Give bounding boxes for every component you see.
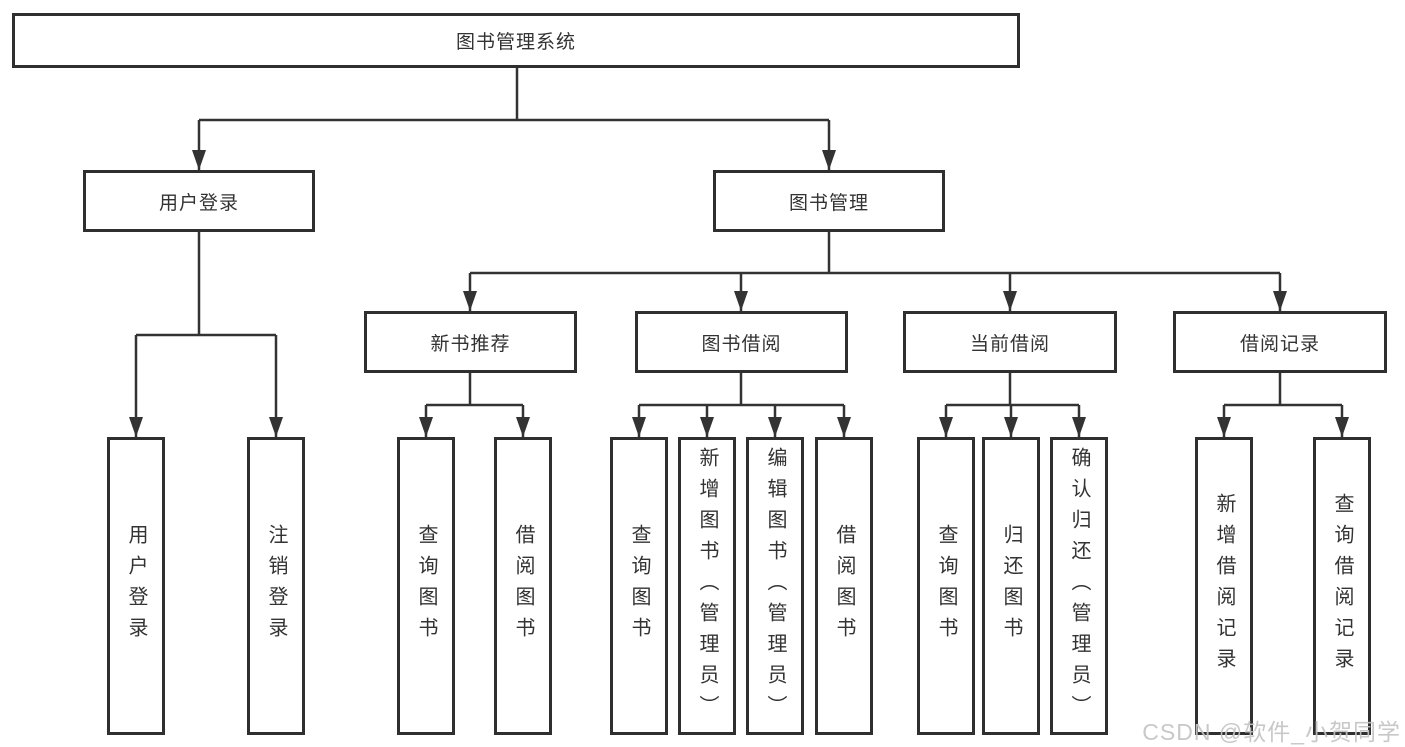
- connector-arrowheads: [129, 150, 1349, 437]
- node-label: 归还图书: [1000, 524, 1022, 648]
- leaf-return-book: 归还图书: [982, 437, 1040, 735]
- node-label: 图书管理: [788, 192, 869, 214]
- node-label: 新书推荐: [430, 333, 511, 355]
- node-borrow-records: 借阅记录: [1173, 311, 1387, 373]
- leaf-logout: 注销登录: [247, 437, 305, 735]
- node-label: 查询图书: [628, 524, 650, 648]
- leaf-add-book-admin: 新增图书（管理员）: [678, 437, 736, 735]
- leaf-query-books-recommend: 查询图书: [397, 437, 455, 735]
- leaf-borrow-books-recommend: 借阅图书: [494, 437, 552, 735]
- node-label: 查询图书: [935, 524, 957, 648]
- connector-spines: [134, 68, 1344, 437]
- node-label: 图书管理系统: [455, 32, 576, 53]
- leaf-query-borrow-record: 查询借阅记录: [1313, 437, 1371, 735]
- csdn-watermark: CSDN @软件_小贺同学: [1142, 719, 1401, 745]
- leaf-add-borrow-record: 新增借阅记录: [1195, 437, 1253, 735]
- node-label: 查询图书: [415, 524, 437, 648]
- node-label: 查询借阅记录: [1331, 493, 1353, 679]
- leaf-query-books-current: 查询图书: [917, 437, 975, 735]
- node-book-borrow: 图书借阅: [635, 311, 848, 373]
- node-label: 新增图书（管理员）: [696, 446, 718, 726]
- node-label: 借阅记录: [1239, 333, 1320, 355]
- node-label: 借阅图书: [833, 524, 855, 648]
- node-label: 借阅图书: [512, 524, 534, 648]
- node-label: 确认归还（管理员）: [1068, 446, 1090, 726]
- leaf-query-books-borrow: 查询图书: [610, 437, 668, 735]
- node-label: 用户登录: [158, 192, 239, 214]
- leaf-confirm-return-admin: 确认归还（管理员）: [1050, 437, 1108, 735]
- node-current-borrow: 当前借阅: [903, 311, 1117, 373]
- node-label: 图书借阅: [701, 333, 782, 355]
- node-label: 当前借阅: [969, 333, 1050, 355]
- node-user-login: 用户登录: [83, 170, 315, 232]
- leaf-borrow-books-borrow: 借阅图书: [815, 437, 873, 735]
- leaf-edit-book-admin: 编辑图书（管理员）: [746, 437, 804, 735]
- node-root-library-system: 图书管理系统: [12, 13, 1020, 68]
- node-label: 注销登录: [265, 524, 287, 648]
- node-label: 新增借阅记录: [1213, 493, 1235, 679]
- node-book-management: 图书管理: [713, 170, 945, 232]
- leaf-user-login: 用户登录: [107, 437, 165, 735]
- node-label: 用户登录: [125, 524, 147, 648]
- node-label: 编辑图书（管理员）: [764, 446, 786, 726]
- node-new-book-recommend: 新书推荐: [364, 311, 577, 373]
